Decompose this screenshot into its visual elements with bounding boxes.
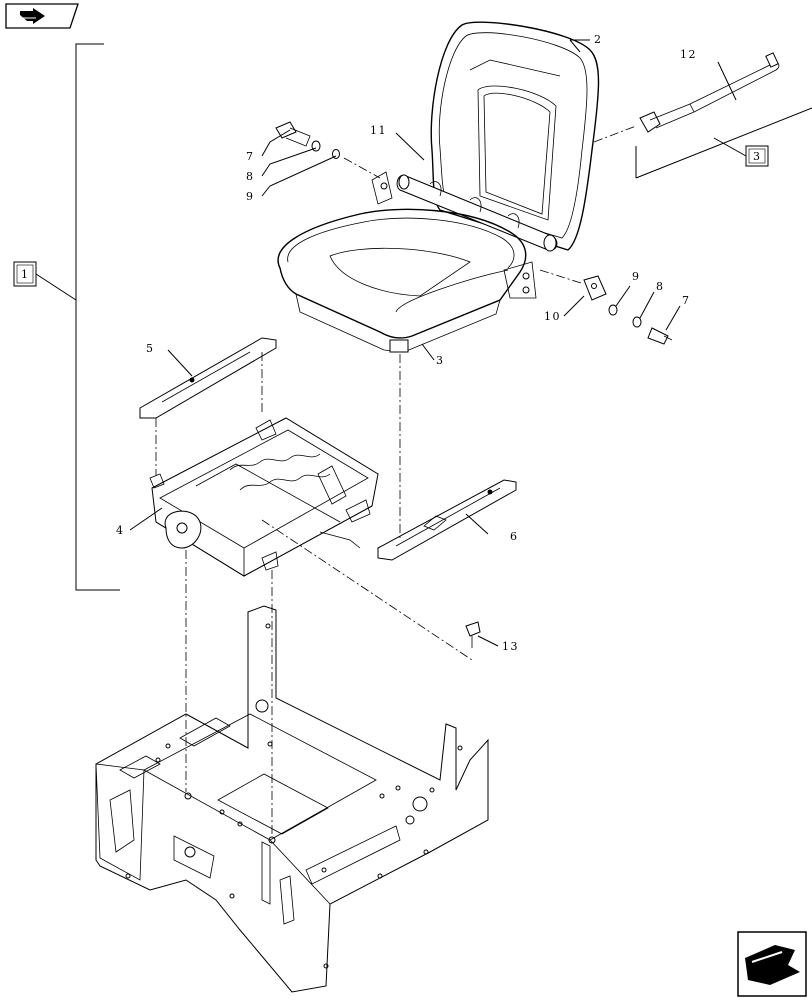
callout-8-right: 8	[656, 280, 665, 293]
callout-3: 3	[436, 354, 445, 367]
base-frame	[95, 605, 489, 993]
callout-13: 13	[502, 640, 519, 653]
callout-10: 10	[544, 310, 561, 323]
seat-rail-right	[377, 479, 517, 561]
callout-7-right: 7	[682, 294, 691, 307]
callout-9-right: 9	[632, 270, 641, 283]
assembly-lines	[155, 125, 637, 836]
callout-labels: 1 2 3 3 4 5 6 7 7 8 8 9 9 10 11 12 13	[21, 33, 760, 653]
bolt-set-right	[539, 269, 673, 345]
leader-lines	[129, 39, 737, 647]
hinge-bar	[396, 174, 558, 252]
callout-2: 2	[594, 33, 603, 46]
callout-9-left: 9	[246, 190, 255, 203]
callout-3-box: 3	[753, 150, 760, 163]
callout-1: 1	[21, 268, 28, 281]
callout-6: 6	[510, 530, 519, 543]
seat-rail-left	[139, 337, 277, 419]
bolt-set-left	[275, 121, 381, 179]
callout-5: 5	[146, 342, 155, 355]
kit-bracket	[635, 107, 812, 179]
callout-4: 4	[116, 524, 125, 537]
callout-11: 11	[370, 124, 387, 137]
callout-12: 12	[680, 48, 697, 61]
callout-8-left: 8	[246, 170, 255, 183]
book-arrow-icon[interactable]	[5, 3, 79, 29]
next-page-arrow-icon[interactable]	[737, 931, 807, 997]
suspension-base	[149, 417, 379, 577]
assembly-bracket	[13, 43, 120, 591]
seat-cushion	[277, 171, 537, 353]
callout-7-left: 7	[246, 150, 255, 163]
adjustment-rod	[639, 52, 780, 133]
bolt-13	[465, 621, 481, 648]
seat-backrest	[430, 21, 600, 251]
